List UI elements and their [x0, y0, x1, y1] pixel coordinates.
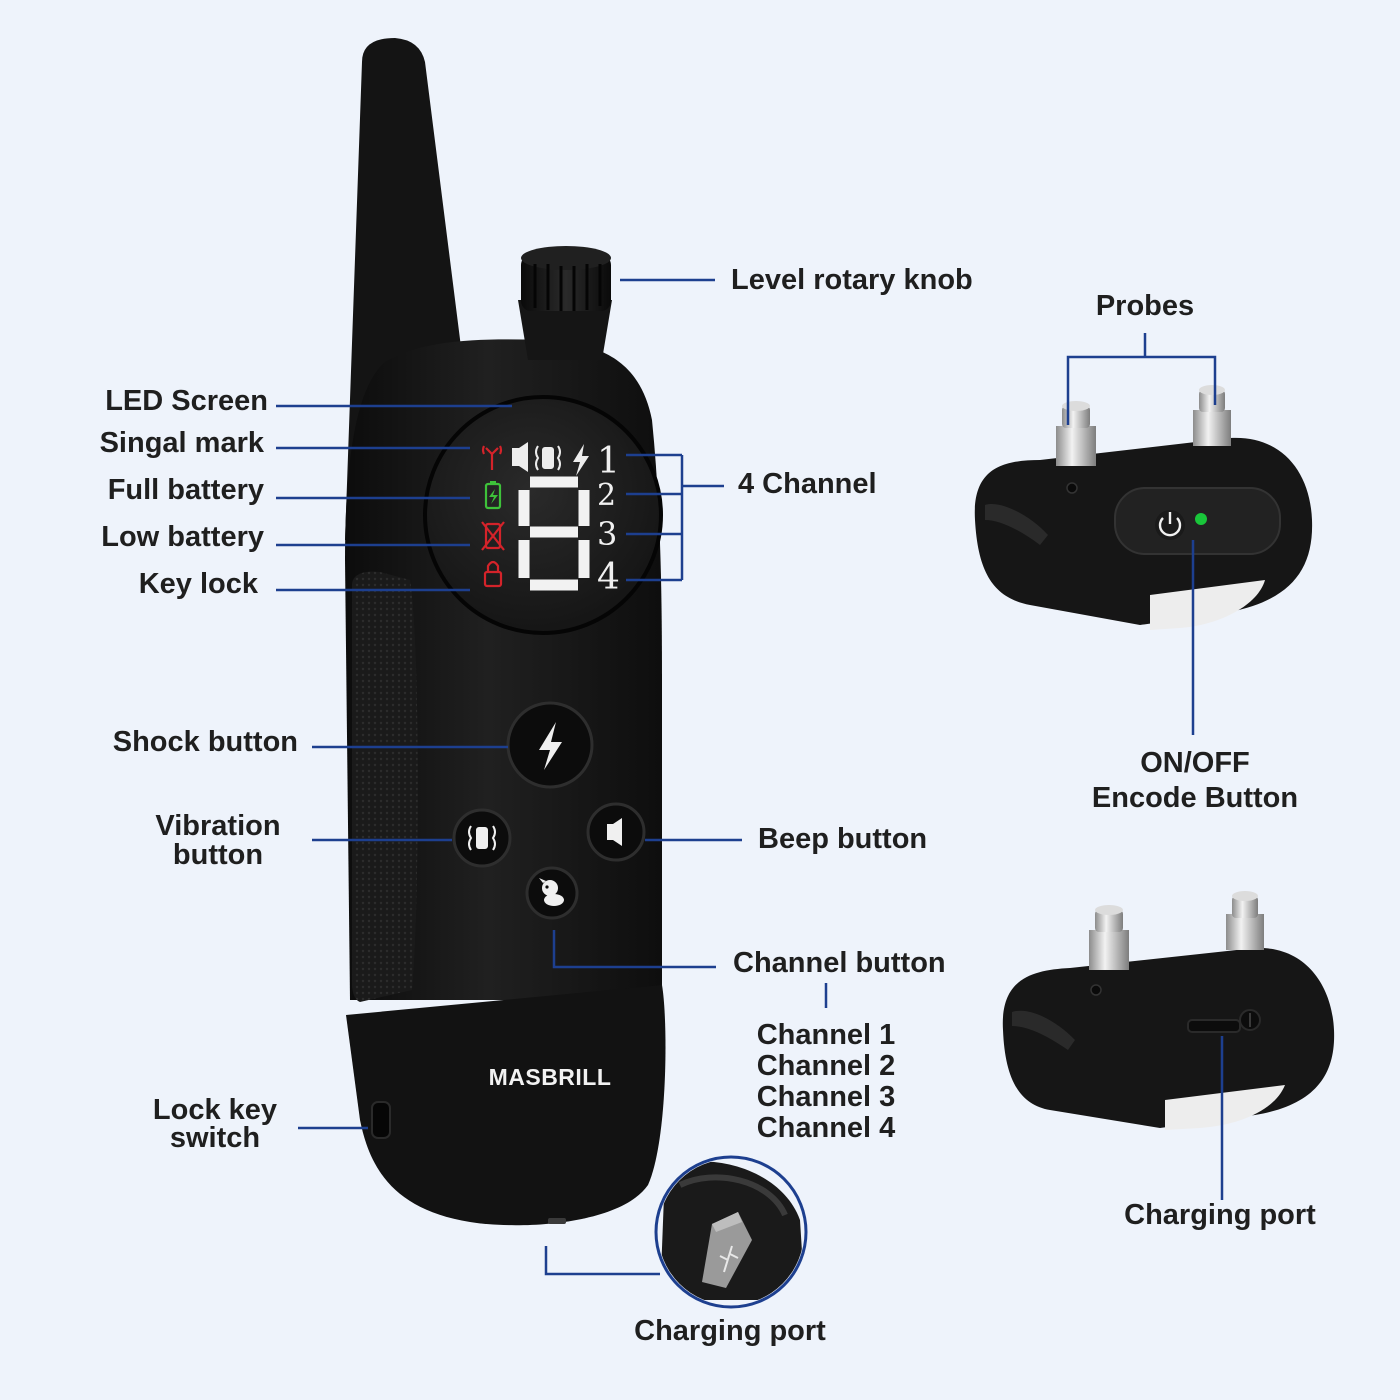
level-rotary-knob[interactable] [518, 246, 612, 360]
channel-button[interactable] [525, 866, 579, 920]
speaker-icon [607, 818, 622, 846]
label-remote-charging-port: Charging port [634, 1315, 826, 1347]
vibration-button[interactable] [452, 808, 512, 868]
bottom-port-slot [548, 1218, 566, 1224]
channel-list-item: Channel 3 [756, 1081, 896, 1113]
grip-panel [352, 571, 418, 1002]
probe-right [1193, 385, 1231, 446]
label-full-battery: Full battery [107, 474, 264, 506]
label-vibration-button: Vibration button [130, 812, 306, 870]
receiver-collar-top [974, 385, 1313, 630]
leader-lines [276, 278, 1224, 1276]
usb-icon [719, 1245, 739, 1273]
label-vibration-line1: Vibration [155, 810, 281, 842]
label-probes: Probes [1095, 290, 1195, 322]
usb-cover [702, 1212, 752, 1288]
label-vibration-line2: button [172, 839, 264, 871]
label-key-lock: Key lock [138, 568, 258, 600]
brand-logo: MASBRILL [488, 1064, 612, 1090]
label-level-rotary-knob: Level rotary knob [731, 264, 973, 296]
lock-key-switch[interactable] [371, 1101, 391, 1139]
signal-icon [481, 445, 503, 470]
low-battery-icon [481, 521, 505, 551]
label-shock-button: Shock button [112, 726, 298, 758]
dog-icon [539, 878, 564, 906]
label-four-channel: 4 Channel [738, 468, 877, 500]
label-signal-mark: Singal mark [99, 427, 264, 459]
receiver-collar-bottom [1002, 891, 1335, 1130]
label-lock-key-line2: switch [169, 1122, 261, 1154]
shock-button[interactable] [506, 701, 594, 789]
channel-list-item: Channel 4 [756, 1112, 896, 1144]
label-lock-key-line1: Lock key [152, 1094, 278, 1126]
charging-port-closeup [654, 1155, 808, 1309]
label-receiver-charging-port: Charging port [1124, 1199, 1316, 1231]
display-channel-3: 3 [597, 515, 618, 553]
remote-lower-body [346, 985, 666, 1226]
display-channel-2: 2 [597, 478, 617, 513]
beep-button[interactable] [586, 802, 646, 862]
channel-list: Channel 1 Channel 2 Channel 3 Channel 4 [726, 1020, 926, 1144]
receiver-charging-port[interactable] [1187, 1009, 1261, 1033]
label-led-screen: LED Screen [105, 385, 268, 417]
label-on-off-line1: ON/OFF [1140, 747, 1250, 779]
probe-right-2 [1226, 891, 1264, 950]
label-low-battery: Low battery [101, 521, 264, 553]
full-battery-icon [484, 481, 502, 510]
key-lock-icon [483, 560, 503, 588]
power-icon [1158, 512, 1182, 537]
vibration-mode-icon [535, 445, 561, 471]
encode-button[interactable] [1155, 510, 1185, 540]
seven-segment-digit [518, 476, 590, 591]
label-lock-key-switch: Lock key switch [120, 1094, 310, 1154]
display-channel-4: 4 [597, 557, 620, 598]
label-channel-button: Channel button [733, 947, 946, 979]
display-channel-1: 1 [597, 441, 620, 482]
channel-list-item: Channel 1 [756, 1019, 896, 1051]
label-on-off-encode-button: ON/OFF Encode Button [1060, 746, 1330, 816]
remote-transmitter [345, 38, 666, 1226]
power-led [1195, 513, 1207, 525]
channel-list-item: Channel 2 [756, 1050, 896, 1082]
beep-mode-icon [512, 442, 528, 472]
lightning-icon [539, 722, 562, 770]
probe-left [1056, 401, 1096, 466]
label-beep-button: Beep button [758, 823, 928, 855]
led-screen [423, 395, 663, 635]
probe-left-2 [1089, 905, 1129, 970]
shock-mode-icon [573, 444, 589, 476]
label-on-off-line2: Encode Button [1091, 782, 1299, 814]
vibration-icon [468, 825, 496, 851]
